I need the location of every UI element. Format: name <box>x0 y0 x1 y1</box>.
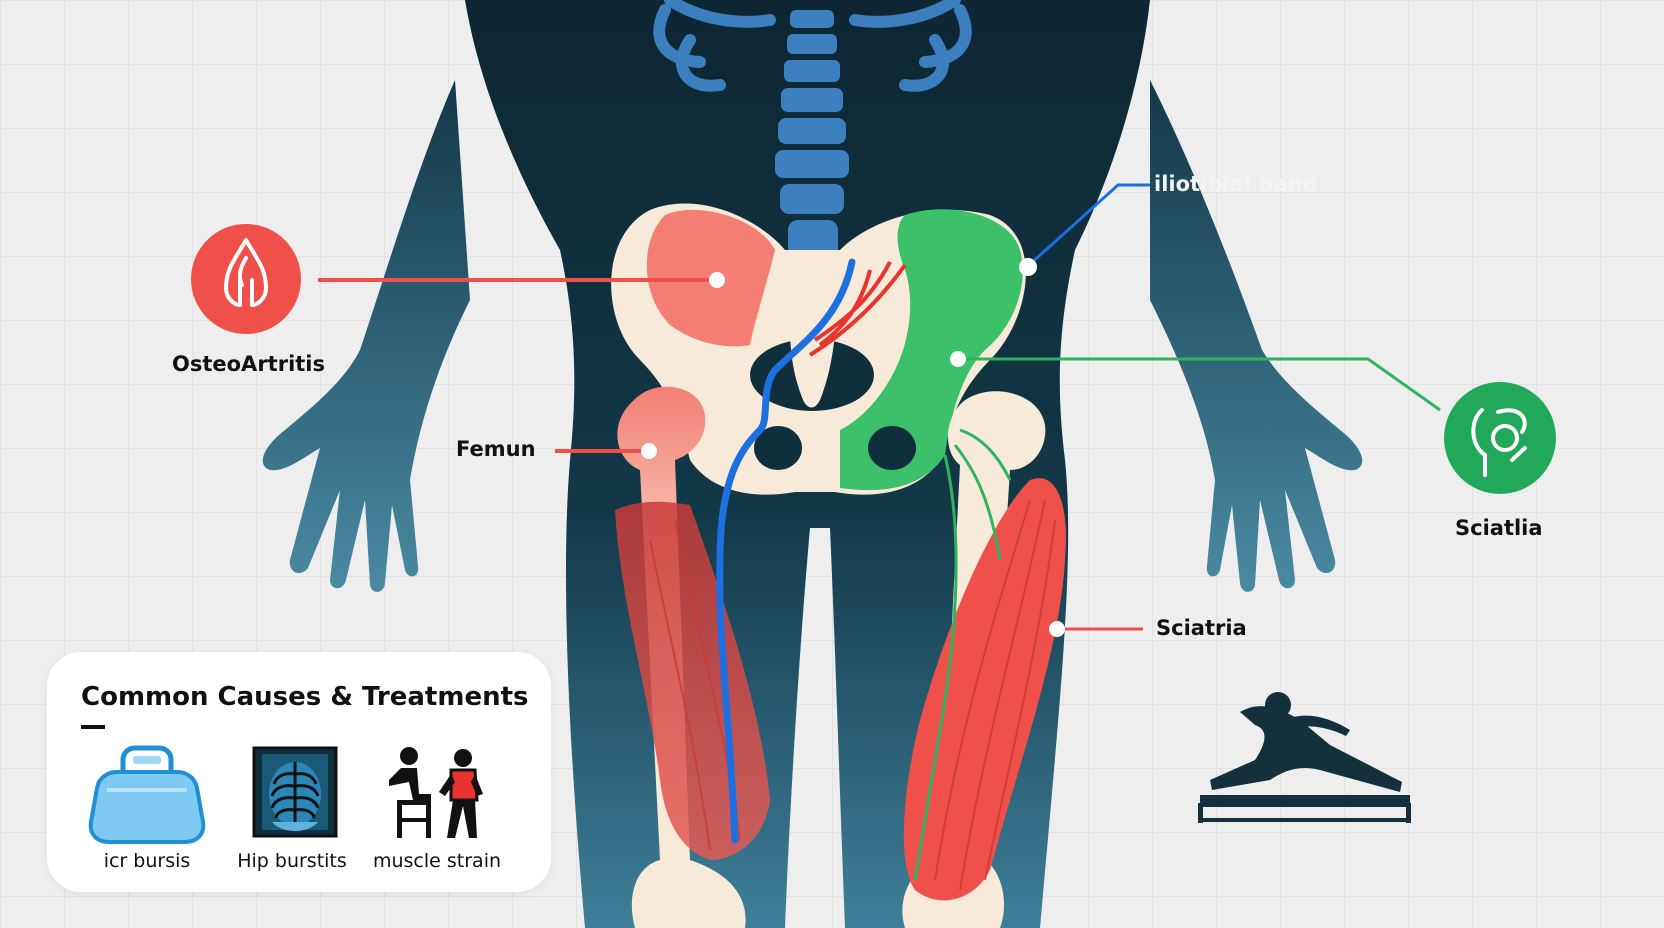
pelvis-green-wing <box>840 209 1023 491</box>
panel-title: Common Causes & Treatments <box>81 682 529 712</box>
label-sciatica-leg: Sciatria <box>1156 616 1247 640</box>
blue-nerve <box>716 258 856 844</box>
flame-icon <box>224 238 268 307</box>
sciatica-leg-dot <box>1049 621 1065 637</box>
left-arm <box>262 80 470 592</box>
label-osteoarthritis: OsteoArtritis <box>172 352 325 376</box>
sacrum <box>790 335 835 408</box>
sciatica-pointer <box>958 357 1441 412</box>
spine <box>775 10 849 260</box>
left-obturator <box>754 426 802 470</box>
sciatica-dot <box>950 351 966 367</box>
panel-item-physio[interactable]: muscle strain <box>367 742 507 882</box>
label-iliotibial-band: iliotibial band <box>1154 172 1318 196</box>
osteoarthritis-badge[interactable] <box>191 224 301 334</box>
osteoarthritis-dot <box>709 272 725 288</box>
rib-cage <box>653 0 972 92</box>
iliotibial-dot <box>1019 258 1037 276</box>
right-arm <box>1150 80 1363 592</box>
label-sciatica-right: Sciatlia <box>1455 516 1543 540</box>
panel-item-xray[interactable]: Hip burstits <box>222 742 362 882</box>
causes-treatments-panel: Common Causes & Treatments icr bursis Hi… <box>47 652 551 892</box>
label-femur: Femun <box>456 437 536 461</box>
sciatica-badge[interactable] <box>1444 382 1556 494</box>
panel-item-caption: muscle strain <box>372 850 502 872</box>
panel-item-ice-pack[interactable]: icr bursis <box>77 742 217 882</box>
ice-pack-icon <box>88 745 206 844</box>
physio-icon <box>389 747 483 838</box>
muscle-fibers <box>649 499 1056 891</box>
stretching-person-icon <box>1198 692 1411 823</box>
iliotibial-pointer <box>1026 183 1150 268</box>
red-vessel <box>808 261 907 357</box>
right-obturator <box>868 426 916 470</box>
panel-title-underline <box>81 725 105 729</box>
panel-item-caption: Hip burstits <box>237 850 347 872</box>
xray-icon <box>252 746 338 838</box>
nerve-icon <box>1471 408 1527 477</box>
femur-dot <box>641 443 657 459</box>
green-nerve <box>913 428 1012 881</box>
panel-item-caption: icr bursis <box>103 850 191 872</box>
